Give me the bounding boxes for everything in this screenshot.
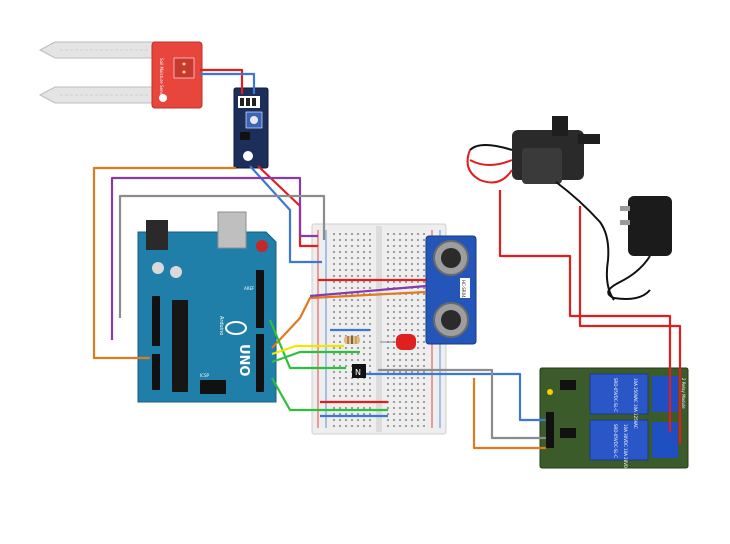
breadboard (311, 223, 447, 435)
relay-module: 10A 250VAC 10A 125VAC SRD-05VDC-SL-C SRD… (539, 367, 689, 471)
wires (92, 68, 682, 450)
power-adapter (555, 181, 672, 301)
wire-red-pump-relay (498, 190, 672, 432)
resistor (344, 336, 360, 344)
wire-purple-arduino-bb (110, 176, 318, 340)
arduino-icsp-text: ICSP (200, 373, 210, 378)
wire-gray-relay (378, 368, 546, 440)
water-pump (466, 116, 600, 184)
wire-blue-transistor-relay (366, 372, 546, 422)
ultrasonic-label: HC-SR04 (461, 280, 466, 298)
wire-red-sensor-vcc (200, 68, 244, 94)
wire-orange-relay (472, 378, 546, 450)
transistor-label: N (355, 368, 361, 377)
arduino-logo-text: UNO (236, 344, 251, 377)
wire-purple-bb-us (309, 284, 427, 298)
wire-orange-module-arduino (92, 166, 236, 360)
soil-moisture-probe: Soil Moisture Sensor (38, 41, 203, 109)
arduino-aref-text: AREF (244, 286, 255, 291)
relay-2-model-text: SRD-05VDC-SL-C (613, 424, 618, 458)
wire-yellow-arduino-bb (271, 344, 344, 356)
wire-green-arduino-bb-1 (271, 350, 360, 364)
relay-spec-2-text: 10A 30VDC 10A 28VDC (623, 424, 628, 471)
sensor-module (233, 87, 269, 169)
arduino-uno: UNO Arduino ICSP AREF (137, 211, 277, 403)
relay-1-model-text: SRD-05VDC-SL-C (613, 378, 618, 412)
wire-red-adapter-relay (578, 206, 682, 444)
soil-sensor-label: Soil Moisture Sensor (159, 58, 164, 99)
wire-green-arduino-bb-3 (268, 319, 346, 370)
ultrasonic-sensor: HC-SR04 (425, 235, 477, 345)
wire-blue-module-bb (249, 165, 322, 264)
relay-spec-1-text: 10A 250VAC 10A 125VAC (633, 378, 638, 429)
relay-title-text: 2 Relay Module (681, 378, 686, 409)
wire-blue-sensor-gnd (200, 72, 256, 94)
wire-orange-ard-bb (271, 290, 427, 349)
wire-gray-arduino-bb (118, 194, 326, 318)
led (380, 334, 416, 350)
wire-green-arduino-bb-2 (271, 377, 388, 412)
transistor: N (352, 364, 366, 378)
arduino-brand-text: Arduino (218, 316, 224, 335)
